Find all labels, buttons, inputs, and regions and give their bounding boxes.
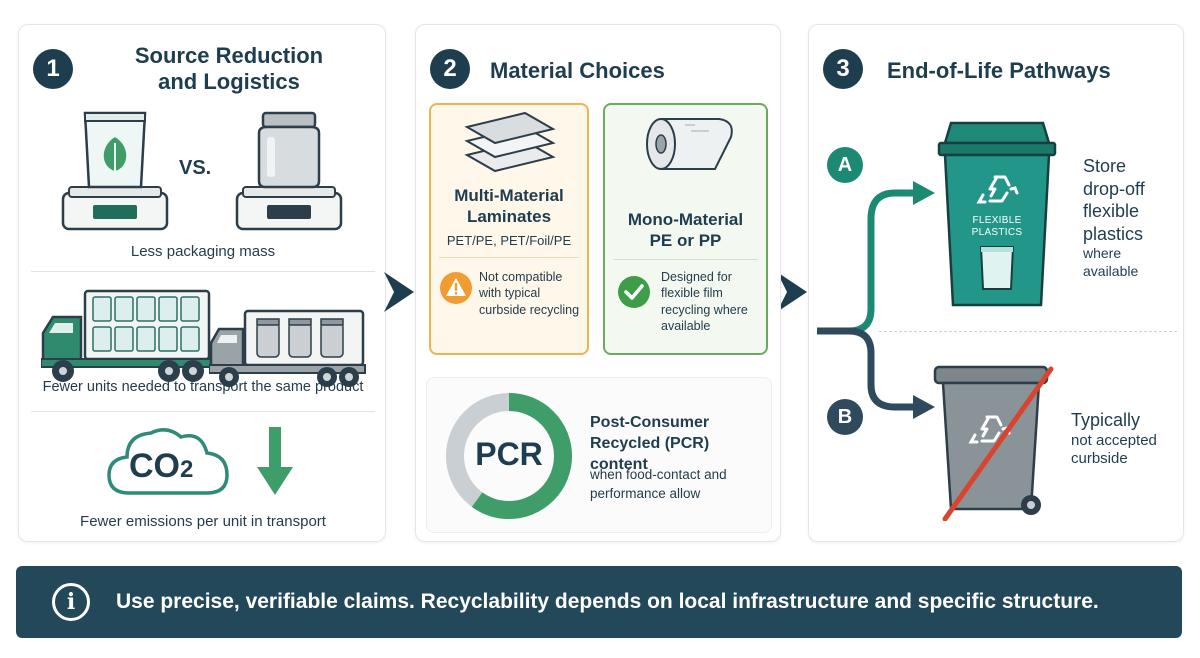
mono-note-line-1: Designed for [661, 270, 732, 284]
card-mono-material: Mono-Material PE or PP Designed for flex… [603, 103, 768, 355]
multi-title-line-1: Multi-Material [454, 186, 564, 205]
mono-note-line-2: flexible film [661, 286, 723, 301]
divider-1 [31, 271, 375, 272]
disclaimer-text: Use precise, verifiable claims. Recyclab… [116, 590, 1099, 613]
option-a-line-3: flexible [1083, 201, 1140, 221]
mono-card-divider [613, 259, 758, 260]
warning-icon [440, 272, 472, 304]
card-pcr-content: PCR Post-Consumer Recycled (PCR) content… [426, 377, 772, 533]
mono-material-note: Designed for flexible film recycling whe… [661, 269, 748, 334]
layered-film-icon [464, 111, 556, 173]
right-arrow-icon-2 [777, 272, 807, 312]
caption-transport: Fewer units needed to transport the same… [42, 379, 364, 395]
pcr-ring-fill [446, 393, 572, 519]
multi-material-subtitle: PET/PE, PET/Foil/PE [446, 233, 572, 248]
pouch-scale-icon [61, 111, 169, 231]
pcr-title-line-1: Post-Consumer [590, 414, 710, 431]
panel-source-reduction: 1 Source Reduction and Logistics VS. Les… [18, 24, 386, 542]
card-multi-material: Multi-Material Laminates PET/PE, PET/Foi… [429, 103, 589, 355]
checkmark-icon [618, 276, 650, 308]
option-a-badge: A [827, 147, 863, 183]
step-badge-1: 1 [33, 49, 73, 89]
option-b-line-3: curbside [1071, 450, 1128, 468]
pcr-title-line-2: Recycled (PCR) content [590, 434, 710, 473]
option-a-line-1: Store [1083, 156, 1127, 176]
option-b-badge: B [827, 399, 863, 435]
mono-note-line-4: available [661, 318, 711, 333]
option-b-text: Typically not accepted curbside [1071, 409, 1157, 469]
step-badge-2: 2 [430, 49, 470, 89]
step-badge-3: 3 [823, 49, 863, 89]
disclaimer-banner: i Use precise, verifiable claims. Recycl… [16, 566, 1182, 638]
panel-title-end-of-life: End-of-Life Pathways [887, 58, 1111, 83]
bin-label-line-1: FLEXIBLE [972, 215, 1022, 226]
panel-material-choices: 2 Material Choices Multi-Material Lamina… [415, 24, 781, 542]
pathway-divider [879, 331, 1177, 332]
mono-title-line-1: Mono-Material [627, 210, 744, 229]
title-line-1: Source Reduction [134, 43, 324, 68]
caption-emissions: Fewer emissions per unit in transport [80, 513, 326, 530]
mono-material-title: Mono-Material PE or PP [605, 209, 766, 252]
bin-label: FLEXIBLE PLASTICS [957, 215, 1037, 238]
option-a-line-5: where [1083, 245, 1122, 261]
curbside-bin-icon [933, 365, 1054, 521]
jar-scale-icon [235, 111, 343, 231]
divider-2 [31, 411, 375, 412]
option-a-line-4: plastics [1083, 223, 1144, 244]
option-a-line-6: available [1083, 262, 1139, 279]
mono-note-line-3: recycling where [661, 302, 748, 317]
versus-label: VS. [179, 157, 212, 179]
pcr-sub-line-2: performance allow [590, 485, 701, 501]
option-b-line-1: Typically [1071, 410, 1141, 430]
info-icon: i [52, 583, 90, 621]
option-a-text: Store drop-off flexible plastics where a… [1083, 155, 1145, 280]
truck-pouches-icon [41, 289, 212, 382]
option-b-line-2: not accepted [1071, 431, 1157, 449]
multi-material-note: Not compatible with typical curbside rec… [479, 269, 579, 318]
down-arrow-icon [257, 427, 293, 495]
pcr-ring-label: PCR [475, 436, 543, 472]
panel-end-of-life: 3 End-of-Life Pathways A B FLEXIBLE PLAS… [808, 24, 1184, 542]
mono-title-line-2: PE or PP [649, 231, 722, 251]
multi-card-divider [439, 257, 579, 258]
panel-title-source-reduction: Source Reduction and Logistics [79, 43, 379, 96]
multi-note-line-1: Not compatible [479, 270, 563, 284]
pathway-arrows [817, 181, 935, 419]
flexible-plastics-bin-icon [937, 121, 1057, 307]
co2-subscript: 2 [180, 456, 194, 483]
pcr-subtitle: when food-contact and performance allow [590, 466, 727, 504]
pcr-title: Post-Consumer Recycled (PCR) content [590, 413, 771, 475]
multi-title-line-2: Laminates [466, 207, 552, 227]
right-arrow-icon-1 [384, 272, 414, 312]
multi-note-line-3: curbside recycling [479, 302, 580, 317]
title-line-2: and Logistics [158, 69, 300, 95]
pcr-ring [446, 393, 572, 519]
co2-label: CO2 [129, 447, 193, 486]
multi-material-title: Multi-Material Laminates [431, 185, 587, 228]
bin-label-line-2: PLASTICS [971, 226, 1023, 238]
option-a-line-2: drop-off [1083, 178, 1145, 199]
panel-title-material-choices: Material Choices [490, 58, 665, 83]
film-roll-icon [646, 118, 733, 170]
cloud-icon [107, 428, 229, 495]
caption-packaging-mass: Less packaging mass [130, 243, 276, 260]
multi-note-line-2: with typical [479, 286, 541, 301]
co2-text: CO [129, 447, 180, 485]
truck-jars-icon [209, 309, 366, 387]
pcr-sub-line-1: when food-contact and [590, 467, 727, 482]
